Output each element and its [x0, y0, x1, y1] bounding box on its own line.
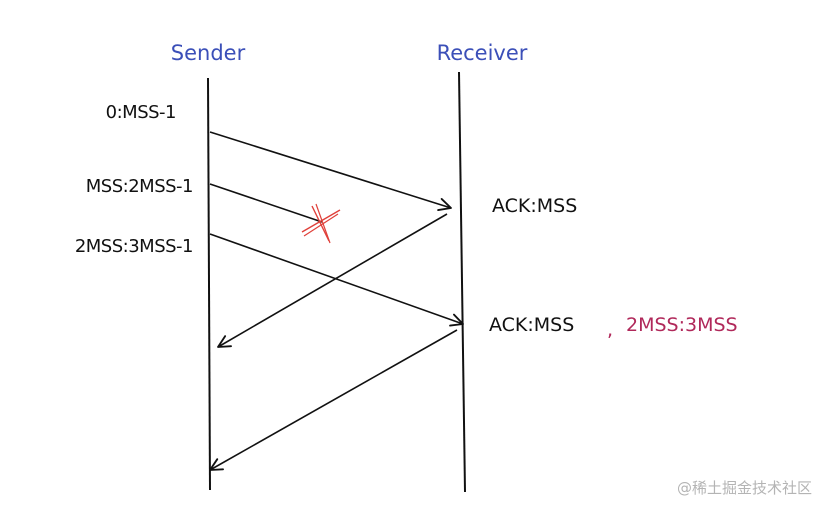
- sack-block-label: 2MSS:3MSS: [626, 314, 738, 336]
- sender-header: Sender: [171, 41, 246, 65]
- ack-label-1: ACK:MSS: [492, 195, 577, 217]
- watermark: @稀土掘金技术社区: [676, 479, 812, 497]
- segment-label-3: 2MSS:3MSS-1: [75, 236, 193, 257]
- receiver-header: Receiver: [437, 41, 528, 65]
- packet-loss-icon: [301, 203, 341, 244]
- data-segment-1-arrow: [209, 131, 452, 211]
- receiver-lifeline: [458, 71, 466, 493]
- data-segment-2-line: [209, 183, 323, 223]
- sack-separator: ,: [607, 319, 613, 341]
- segment-label-2: MSS:2MSS-1: [86, 176, 193, 197]
- ack-2-arrow: [209, 329, 458, 471]
- sender-lifeline: [207, 77, 211, 491]
- ack-label-2: ACK:MSS: [489, 314, 574, 336]
- ack-1-arrow: [217, 213, 448, 348]
- segment-label-1: 0:MSS-1: [106, 102, 176, 123]
